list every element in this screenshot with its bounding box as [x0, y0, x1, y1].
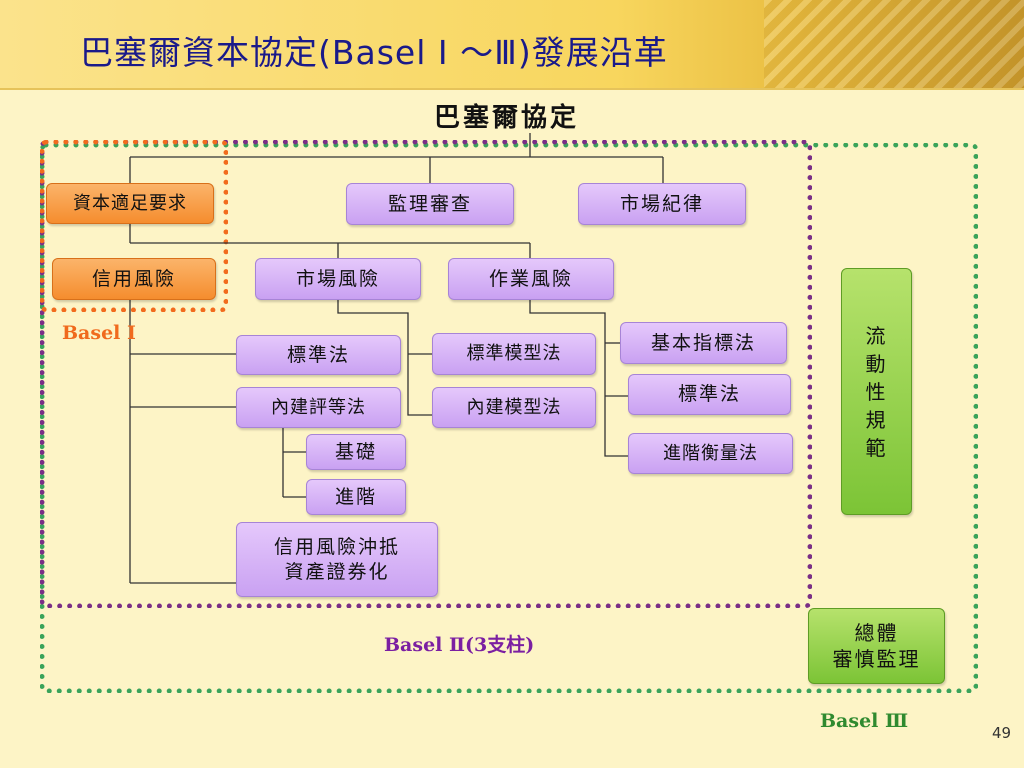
- liquidity-char: 性: [866, 378, 888, 406]
- liquidity-char: 動: [866, 350, 888, 378]
- liquidity-char: 規: [866, 406, 888, 434]
- operational-risk-box: 作業風險: [448, 258, 614, 300]
- securitization-box: 信用風險沖抵 資產證券化: [236, 522, 438, 597]
- credit-risk-box: 信用風險: [52, 258, 216, 300]
- macroprudential-line2: 審慎監理: [833, 646, 921, 672]
- macroprudential-line1: 總體: [855, 620, 899, 646]
- standard-model-box: 標準模型法: [432, 333, 596, 375]
- securitization-line2: 資產證券化: [284, 560, 389, 585]
- macroprudential-box: 總體 審慎監理: [808, 608, 945, 684]
- basel1-label: Basel I: [62, 322, 136, 344]
- liquidity-char: 範: [866, 434, 888, 462]
- connector-operational-down: [530, 300, 628, 456]
- advanced-measurement-box: 進階衡量法: [628, 433, 793, 474]
- basel2-label: Basel Ⅱ(3支柱): [384, 630, 534, 657]
- page-number: 49: [992, 724, 1011, 742]
- irb-advanced-box: 進階: [306, 479, 406, 515]
- liquidity-char: 流: [866, 322, 888, 350]
- capital-requirements-box: 資本適足要求: [46, 183, 214, 224]
- irb-box: 內建評等法: [236, 387, 401, 428]
- credit-standardized-box: 標準法: [236, 335, 401, 375]
- supervisory-review-box: 監理審查: [346, 183, 514, 225]
- liquidity-standards-box: 流 動 性 規 範: [841, 268, 912, 515]
- op-standardized-box: 標準法: [628, 374, 791, 415]
- basel3-label: Basel Ⅲ: [820, 710, 908, 732]
- internal-model-box: 內建模型法: [432, 387, 596, 428]
- basic-indicator-box: 基本指標法: [620, 322, 787, 364]
- irb-foundation-box: 基礎: [306, 434, 406, 470]
- securitization-line1: 信用風險沖抵: [274, 535, 400, 560]
- market-discipline-box: 市場紀律: [578, 183, 746, 225]
- market-risk-box: 市場風險: [255, 258, 421, 300]
